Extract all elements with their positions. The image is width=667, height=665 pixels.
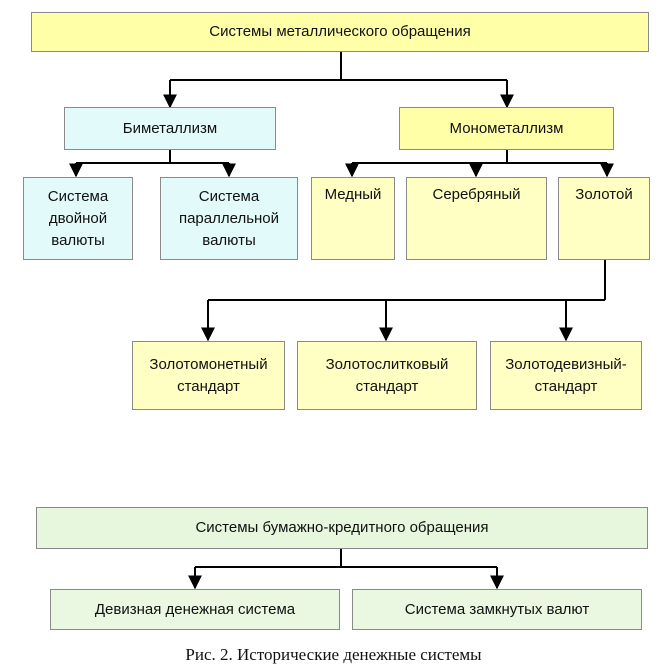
closed-currency-node: Система замкнутых валют: [352, 589, 642, 630]
monometallism-node: Монометаллизм: [399, 107, 614, 150]
silver-label: Серебряный: [432, 186, 521, 203]
gold-bullion-standard-label: Золотослитковый стандарт: [325, 355, 449, 395]
exchange-system-node: Девизная денежная система: [50, 589, 340, 630]
figure-caption: Рис. 2. Исторические денежные системы: [185, 645, 482, 664]
monometallism-label: Монометаллизм: [449, 119, 564, 137]
silver-node: Серебряный: [406, 177, 547, 260]
metal-circulation-root: Системы металлического обращения: [31, 12, 649, 52]
gold-exchange-standard-node: Золотодевизный-стандарт: [490, 341, 642, 410]
parallel-currency-node: Система параллельной валюты: [160, 177, 298, 260]
gold-node: Золотой: [558, 177, 650, 260]
bimetallism-node: Биметаллизм: [64, 107, 276, 150]
gold-label: Золотой: [575, 186, 633, 203]
metal-circulation-root-label: Системы металлического обращения: [209, 23, 471, 40]
gold-coin-standard-node: Золотомонетный стандарт: [132, 341, 285, 410]
paper-credit-root-label: Системы бумажно-кредитного обращения: [195, 519, 489, 536]
copper-label: Медный: [324, 186, 382, 203]
gold-exchange-standard-label: Золотодевизный-стандарт: [505, 355, 627, 395]
copper-node: Медный: [311, 177, 395, 260]
bimetallism-label: Биметаллизм: [122, 119, 218, 137]
closed-currency-label: Система замкнутых валют: [404, 600, 590, 618]
dual-currency-node: Система двойной валюты: [23, 177, 133, 260]
dual-currency-label: Система двойной валюты: [47, 187, 109, 249]
gold-bullion-standard-node: Золотослитковый стандарт: [297, 341, 477, 410]
parallel-currency-label: Система параллельной валюты: [178, 187, 280, 249]
paper-credit-root: Системы бумажно-кредитного обращения: [36, 507, 648, 549]
gold-coin-standard-label: Золотомонетный стандарт: [149, 355, 268, 395]
exchange-system-label: Девизная денежная система: [94, 600, 296, 618]
